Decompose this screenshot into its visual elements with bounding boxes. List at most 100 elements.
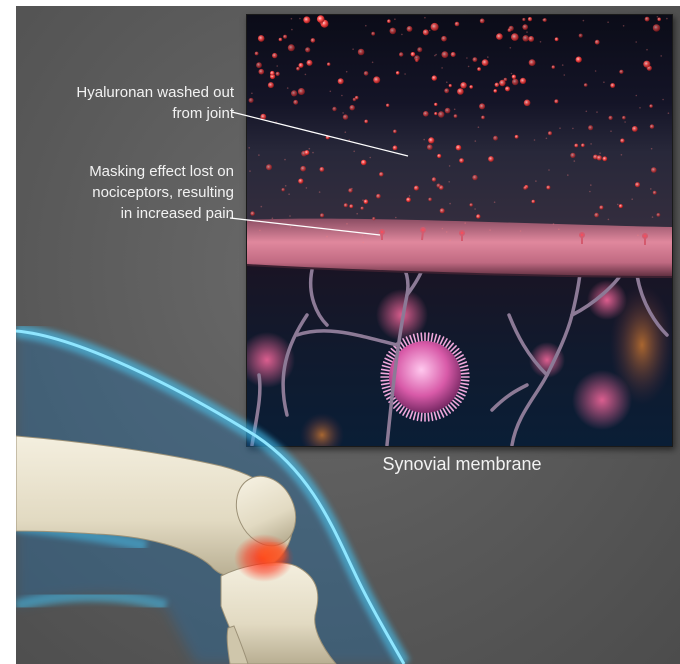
- hyaluronan-speck: [595, 70, 597, 72]
- hyaluronan-particle: [594, 213, 599, 218]
- hyaluronan-particle: [576, 57, 582, 63]
- hyaluronan-speck: [474, 208, 476, 210]
- leg-outline-back: [16, 596, 166, 606]
- hyaluronan-particle: [653, 191, 657, 195]
- hyaluronan-speck: [562, 64, 564, 66]
- hyaluronan-speck: [624, 121, 626, 123]
- hyaluronan-speck: [607, 21, 609, 23]
- hyaluronan-speck: [306, 187, 308, 189]
- hyaluronan-particle: [298, 88, 305, 95]
- hyaluronan-particle: [266, 164, 272, 170]
- hyaluronan-particle: [393, 146, 398, 151]
- hyaluronan-particle: [373, 76, 380, 83]
- hyaluronan-particle: [270, 71, 275, 76]
- hyaluronan-speck: [466, 57, 468, 59]
- hyaluronan-particle: [505, 86, 510, 91]
- hyaluronan-speck: [590, 184, 592, 186]
- hyaluronan-particle: [303, 16, 310, 23]
- hyaluronan-speck: [526, 31, 528, 33]
- hyaluronan-particle: [493, 136, 498, 141]
- hyaluronan-particle: [434, 112, 437, 115]
- hyaluronan-speck: [372, 62, 374, 64]
- hyaluronan-speck: [454, 109, 456, 111]
- hyaluronan-particle: [399, 52, 403, 56]
- hyaluronan-particle: [651, 167, 657, 173]
- hyaluronan-speck: [424, 17, 426, 19]
- hyaluronan-particle: [645, 17, 650, 22]
- hyaluronan-particle: [379, 172, 383, 176]
- hyaluronan-particle: [338, 78, 344, 84]
- hyaluronan-particle: [411, 52, 416, 57]
- hyaluronan-speck: [564, 74, 566, 76]
- hyaluronan-particle: [272, 53, 277, 58]
- hyaluronan-speck: [272, 218, 274, 220]
- hyaluronan-particle: [438, 111, 444, 117]
- hyaluronan-speck: [558, 229, 560, 231]
- hyaluronan-particle: [442, 51, 449, 58]
- hyaluronan-speck: [363, 242, 365, 244]
- hyaluronan-speck: [548, 169, 550, 171]
- hyaluronan-particle: [361, 207, 364, 210]
- hyaluronan-particle: [358, 49, 365, 56]
- hyaluronan-particle: [635, 182, 640, 187]
- hyaluronan-speck: [553, 223, 555, 225]
- hyaluronan-speck: [657, 16, 659, 18]
- annotation-hyaluronan-line-1: Hyaluronan washed out: [24, 82, 234, 103]
- hyaluronan-speck: [586, 111, 588, 113]
- hyaluronan-particle: [643, 61, 650, 68]
- hyaluronan-speck: [494, 201, 496, 203]
- hyaluronan-particle: [396, 71, 400, 75]
- hyaluronan-particle: [260, 114, 266, 120]
- hyaluronan-particle: [632, 126, 638, 132]
- hyaluronan-particle: [279, 38, 283, 42]
- hyaluronan-speck: [259, 230, 261, 232]
- annotation-hyaluronan-line-2: from joint: [24, 103, 234, 124]
- hyaluronan-particle: [520, 78, 526, 84]
- hyaluronan-particle: [476, 214, 480, 218]
- hyaluronan-particle: [320, 167, 325, 172]
- hyaluronan-particle: [469, 85, 473, 89]
- hyaluronan-particle: [326, 135, 330, 139]
- hyaluronan-particle: [350, 105, 355, 110]
- hyaluronan-speck: [448, 181, 450, 183]
- tissue-cell: [610, 285, 672, 405]
- hyaluronan-particle: [256, 62, 262, 68]
- hyaluronan-particle: [432, 75, 437, 80]
- annotation-masking-line-2: nociceptors, resulting: [24, 182, 234, 203]
- hyaluronan-speck: [309, 148, 311, 150]
- hyaluronan-speck: [429, 30, 431, 32]
- hyaluronan-particle: [597, 155, 602, 160]
- hyaluronan-particle: [428, 198, 432, 202]
- hyaluronan-speck: [291, 18, 293, 20]
- hyaluronan-particle: [427, 144, 433, 150]
- hyaluronan-speck: [666, 18, 668, 20]
- hyaluronan-particle: [523, 35, 529, 41]
- hyaluronan-particle: [364, 71, 369, 76]
- hyaluronan-particle: [494, 89, 498, 93]
- hyaluronan-particle: [524, 100, 531, 107]
- hyaluronan-particle: [512, 79, 519, 86]
- hyaluronan-particle: [434, 103, 437, 106]
- hyaluronan-speck: [287, 87, 289, 89]
- hyaluronan-particle: [610, 83, 615, 88]
- hyaluronan-particle: [511, 33, 519, 41]
- hyaluronan-speck: [540, 41, 542, 43]
- hyaluronan-particle: [588, 125, 593, 130]
- hyaluronan-speck: [369, 157, 371, 159]
- hyaluronan-particle: [522, 24, 528, 30]
- hyaluronan-speck: [299, 18, 301, 20]
- hyaluronan-speck: [284, 159, 286, 161]
- hyaluronan-speck: [409, 195, 411, 197]
- hyaluronan-speck: [589, 191, 591, 193]
- hyaluronan-speck: [534, 139, 536, 141]
- hyaluronan-particle: [620, 139, 624, 143]
- hyaluronan-particle: [364, 199, 369, 204]
- hyaluronan-speck: [290, 226, 292, 228]
- hyaluronan-speck: [442, 228, 444, 230]
- hyaluronan-speck: [652, 216, 654, 218]
- hyaluronan-speck: [356, 213, 358, 215]
- hyaluronan-speck: [261, 206, 263, 208]
- hyaluronan-speck: [608, 219, 610, 221]
- hyaluronan-speck: [546, 138, 548, 140]
- hyaluronan-particle: [470, 203, 473, 206]
